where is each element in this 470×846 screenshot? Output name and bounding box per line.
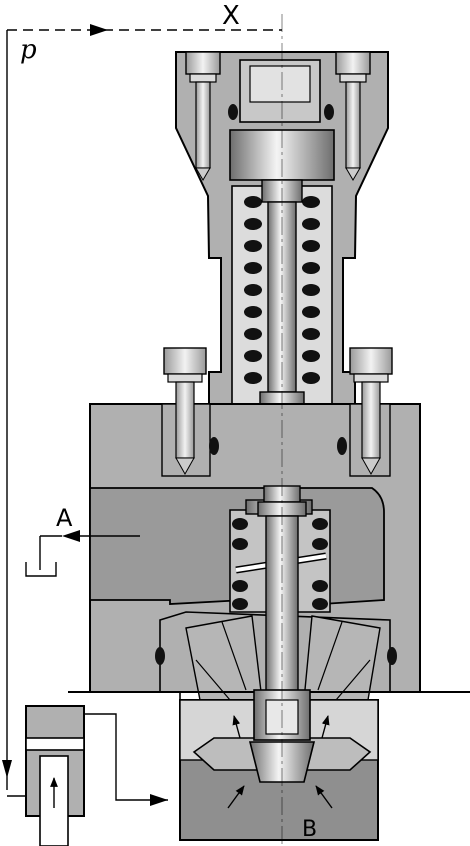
pilot-line [2, 24, 282, 797]
label-b: B [302, 817, 317, 842]
port-a-line [25, 530, 140, 577]
bolt-top-left [185, 51, 221, 181]
bolt-mid-left [163, 347, 207, 476]
mid-seals [155, 437, 397, 665]
port-a-arrow-icon [62, 530, 80, 542]
label-a: A [56, 504, 73, 532]
label-p: p [20, 35, 37, 65]
pilot-arrow-icon [90, 24, 108, 36]
bolt-top-right [335, 51, 371, 181]
cylinder [25, 705, 85, 846]
b-inlet-arrow-icon [150, 794, 168, 806]
label-x: X [222, 1, 240, 31]
cylinder-to-b-line [84, 713, 168, 806]
base-plate [68, 689, 470, 841]
pilot-down-arrow-icon [2, 760, 12, 778]
seal-icon [324, 104, 334, 120]
flow-arrows [227, 715, 333, 809]
seal-icon [228, 104, 238, 120]
tank-icon [25, 562, 57, 577]
bolt-mid-right [349, 347, 393, 476]
